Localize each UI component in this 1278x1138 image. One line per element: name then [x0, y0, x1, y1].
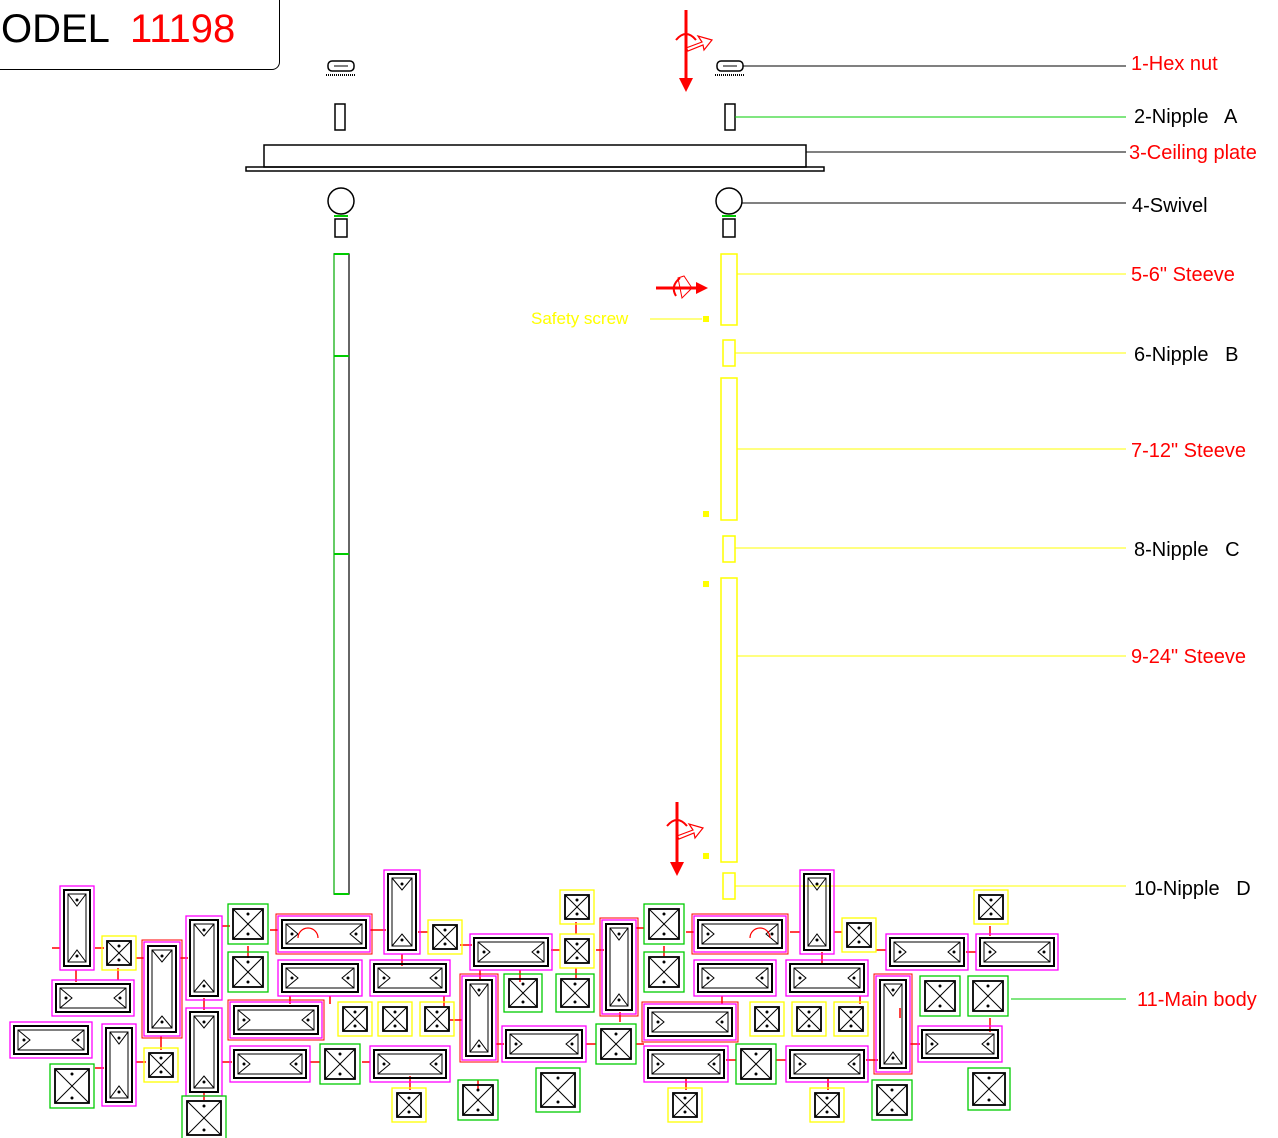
label-swivel: 4-Swivel	[1132, 195, 1208, 217]
model-number: 11198	[129, 6, 236, 51]
assembled-rod-left	[333, 253, 350, 895]
swivel-right	[715, 187, 743, 238]
label-safety-screw: Safety screw	[531, 309, 629, 328]
model-prefix: ODEL	[1, 6, 110, 51]
main-body	[9, 869, 1059, 1138]
rotate-arrow-bottom	[666, 802, 705, 876]
label-nipple-d: 10-Nipple D	[1134, 878, 1251, 900]
safety-screw-3	[703, 581, 709, 587]
safety-screw-2	[703, 511, 709, 517]
steeve-6in	[720, 253, 738, 326]
rotate-arrow-top	[675, 10, 714, 92]
label-hex-nut: 1-Hex nut	[1131, 53, 1218, 75]
label-steeve-6: 5-6" Steeve	[1131, 264, 1235, 286]
hex-nut-left	[326, 60, 356, 76]
steeve-12in	[720, 377, 738, 521]
safety-screw-4	[703, 853, 709, 859]
model-title-box: ODEL 11198	[0, 0, 280, 70]
label-nipple-b: 6-Nipple B	[1134, 344, 1239, 366]
label-main-body: 11-Main body	[1137, 989, 1257, 1011]
steeve-24in	[720, 577, 738, 863]
label-steeve-24: 9-24" Steeve	[1131, 646, 1246, 668]
nipple-a-left	[334, 103, 346, 131]
hex-nut-right	[715, 60, 745, 76]
nipple-c	[722, 535, 736, 563]
nipple-d	[722, 872, 736, 900]
nipple-b	[722, 339, 736, 367]
swivel-left	[327, 187, 355, 238]
label-nipple-c: 8-Nipple C	[1134, 539, 1240, 561]
label-nipple-a: 2-Nipple A	[1134, 106, 1238, 128]
nipple-a-right	[724, 103, 736, 131]
ceiling-plate	[245, 144, 825, 172]
label-ceiling-plate: 3-Ceiling plate	[1129, 142, 1257, 164]
safety-screw-1	[703, 316, 709, 322]
label-steeve-12: 7-12" Steeve	[1131, 440, 1246, 462]
rotate-arrow-side	[656, 275, 708, 300]
